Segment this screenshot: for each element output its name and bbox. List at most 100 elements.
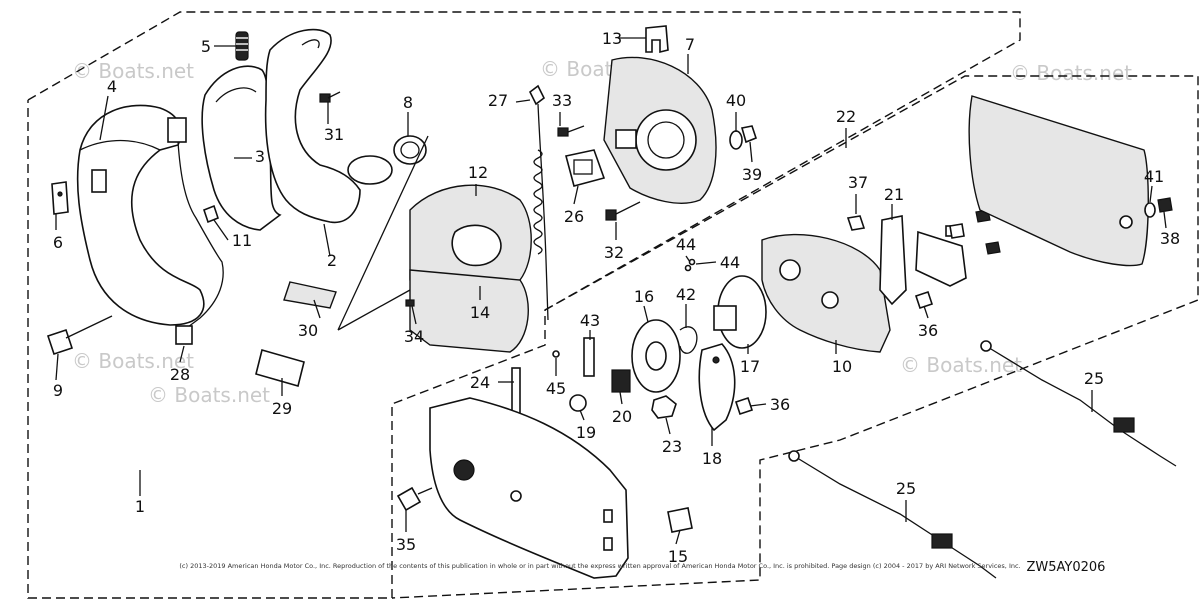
ball-part-44a	[684, 264, 692, 272]
diagram-code: ZW5AY0206	[1027, 560, 1106, 575]
callout-2: 2	[327, 251, 337, 270]
bolt-part-36a	[914, 290, 934, 310]
nut-part-23	[651, 395, 677, 419]
callout-42: 42	[676, 285, 696, 304]
bushing-part-15	[667, 507, 693, 533]
watermark-mid-left: © Boats.net	[72, 349, 194, 373]
washer-part-41	[1144, 202, 1156, 218]
callout-38: 38	[1160, 229, 1180, 248]
decal-part-29	[255, 349, 305, 387]
callout-4: 4	[107, 77, 117, 96]
label-strip-part-30	[283, 281, 337, 309]
callout-36-lower: 36	[770, 395, 790, 414]
callout-33: 33	[552, 91, 572, 110]
mount-plate-part-10	[761, 233, 891, 353]
assembly-outline-22	[391, 75, 1199, 599]
gasket-part-3	[201, 65, 282, 231]
callout-1: 1	[135, 497, 145, 516]
callout-17: 17	[740, 357, 760, 376]
callout-5: 5	[201, 37, 211, 56]
callout-15: 15	[668, 547, 688, 566]
callout-11: 11	[232, 231, 252, 250]
base-plate-part-7	[603, 56, 717, 204]
handle-grip-part	[76, 104, 205, 326]
ball-part-45	[552, 350, 560, 358]
watermark-mid-right: © Boats.net	[900, 353, 1022, 377]
bolt-part-31	[319, 91, 341, 103]
callout-25-upper: 25	[1084, 369, 1104, 388]
assembly-outline-1	[27, 11, 1021, 599]
callout-21: 21	[884, 185, 904, 204]
callout-24: 24	[470, 373, 490, 392]
pin-part-43	[583, 337, 595, 377]
collar-part-19	[569, 394, 587, 412]
shift-lever-part-18	[698, 343, 736, 432]
clip-part-11	[203, 204, 219, 224]
callout-40: 40	[726, 91, 746, 110]
callout-23: 23	[662, 437, 682, 456]
nut-part-39	[740, 125, 757, 144]
cover-part-12	[409, 184, 532, 293]
callout-19: 19	[576, 423, 596, 442]
key-part-9	[46, 315, 113, 356]
callout-8: 8	[403, 93, 413, 112]
callout-20: 20	[612, 407, 632, 426]
callout-labels: 1 2 3 4 5 6 7 8 9 10 11 12 13 14 15 16 1…	[53, 29, 1180, 566]
callout-31: 31	[324, 125, 344, 144]
bolt-part-36b	[734, 396, 754, 416]
control-arm-part-2	[264, 28, 393, 224]
gear-part-17	[713, 275, 767, 349]
callout-12: 12	[468, 163, 488, 182]
callout-14: 14	[470, 303, 490, 322]
callout-32: 32	[604, 243, 624, 262]
callout-39: 39	[742, 165, 762, 184]
callout-16: 16	[634, 287, 654, 306]
callout-10: 10	[832, 357, 852, 376]
callout-29: 29	[272, 399, 292, 418]
main-housing-part-1	[429, 397, 629, 579]
bolt-part-37	[846, 215, 866, 231]
housing-part-14	[409, 269, 529, 353]
callout-45: 45	[546, 379, 566, 398]
wire-harness-part-28	[167, 117, 224, 345]
pin-part-34	[405, 299, 415, 307]
leader-lines	[55, 37, 1167, 545]
washer-part-40	[729, 130, 743, 150]
bracket-part-26	[565, 149, 606, 187]
callout-6: 6	[53, 233, 63, 252]
clip-part-13	[645, 25, 669, 54]
cable-part-27	[528, 84, 549, 321]
callout-37: 37	[848, 173, 868, 192]
callout-13: 13	[602, 29, 622, 48]
spring-part-20	[611, 369, 631, 393]
screw-part-38	[1157, 197, 1173, 213]
watermark-top-left: © Boats.net	[72, 59, 194, 83]
callout-7: 7	[685, 35, 695, 54]
copyright-notice: (c) 2013-2019 American Honda Motor Co., …	[179, 562, 1020, 570]
callout-34: 34	[404, 327, 424, 346]
callout-30: 30	[298, 321, 318, 340]
callout-25-lower: 25	[896, 479, 916, 498]
bolt-part-32	[605, 201, 641, 221]
control-cable-part-25b	[788, 450, 997, 579]
bolt-part-33	[557, 125, 585, 137]
watermark-lower-left: © Boats.net	[148, 383, 270, 407]
ball-part-44b	[688, 258, 696, 266]
plate-part-6	[51, 181, 69, 215]
control-cable-part-25a	[980, 340, 1177, 467]
snap-ring-part-42	[679, 326, 698, 354]
callout-22: 22	[836, 107, 856, 126]
callout-28: 28	[170, 365, 190, 384]
callout-43: 43	[580, 311, 600, 330]
bracket-part-21	[879, 215, 907, 306]
watermark-top-right: © Boats.net	[1010, 61, 1132, 85]
detent-disc-part-16	[631, 319, 681, 393]
callout-44-upper: 44	[676, 235, 696, 254]
callout-35: 35	[396, 535, 416, 554]
callout-18: 18	[702, 449, 722, 468]
cover-plate-part-22	[968, 95, 1149, 267]
callout-26: 26	[564, 207, 584, 226]
leader-guide-lines	[337, 135, 429, 331]
